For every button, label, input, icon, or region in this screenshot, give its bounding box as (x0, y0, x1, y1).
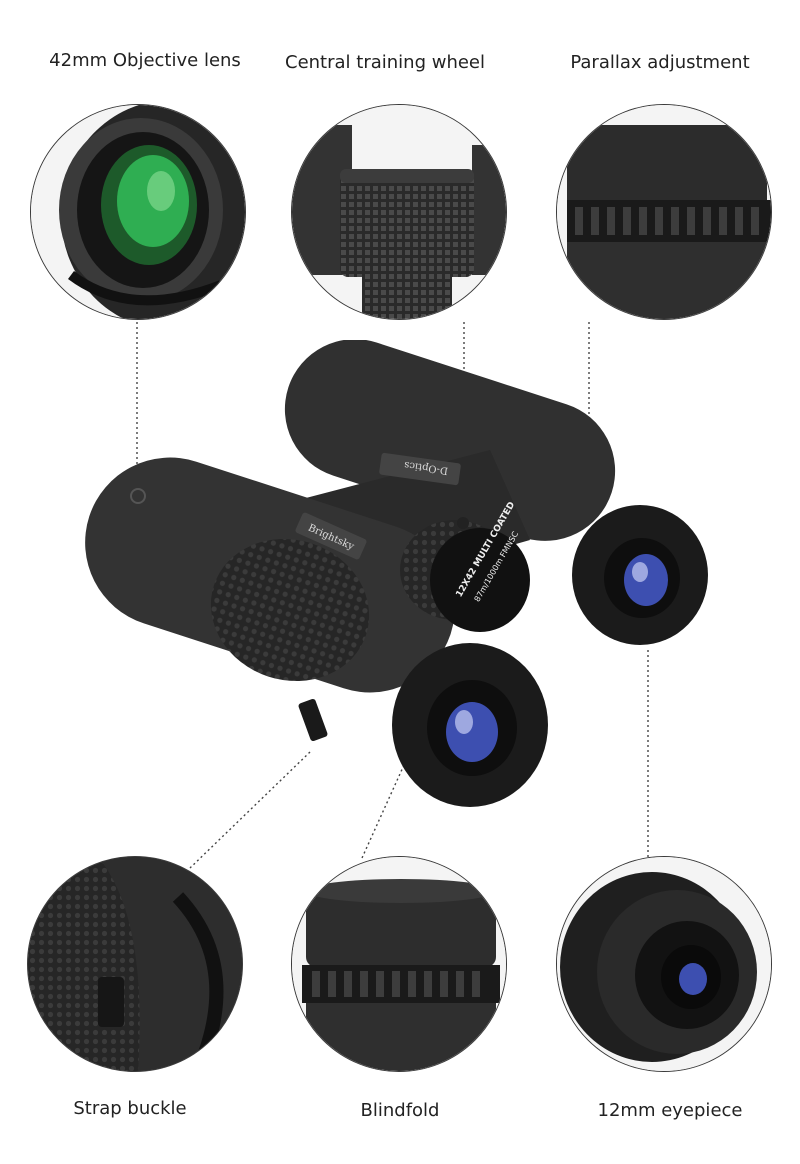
detail-circle-blindfold (291, 856, 507, 1072)
strap-buckle-image (28, 857, 242, 1071)
detail-circle-objective-lens (30, 104, 246, 320)
central-wheel-image (292, 105, 506, 319)
detail-circle-eyepiece (556, 856, 772, 1072)
binoculars-hero-image: Brightsky D-Optics 12X42 MULTI COATED 87… (85, 340, 708, 807)
callout-label-eyepiece: 12mm eyepiece (597, 1100, 743, 1121)
objective-lens-image (31, 105, 245, 319)
callout-label-parallax: Parallax adjustment (570, 52, 750, 73)
callout-label-objective-lens: 42mm Objective lens (49, 50, 241, 71)
detail-circle-central-wheel (291, 104, 507, 320)
callout-label-blindfold: Blindfold (360, 1100, 440, 1121)
detail-circle-parallax (556, 104, 772, 320)
callout-label-strap-buckle: Strap buckle (73, 1098, 187, 1119)
parallax-adjustment-image (557, 105, 771, 319)
detail-circle-strap-buckle (27, 856, 243, 1072)
blindfold-image (292, 857, 506, 1071)
callout-label-central-wheel: Central training wheel (285, 52, 485, 73)
eyepiece-image (557, 857, 771, 1071)
